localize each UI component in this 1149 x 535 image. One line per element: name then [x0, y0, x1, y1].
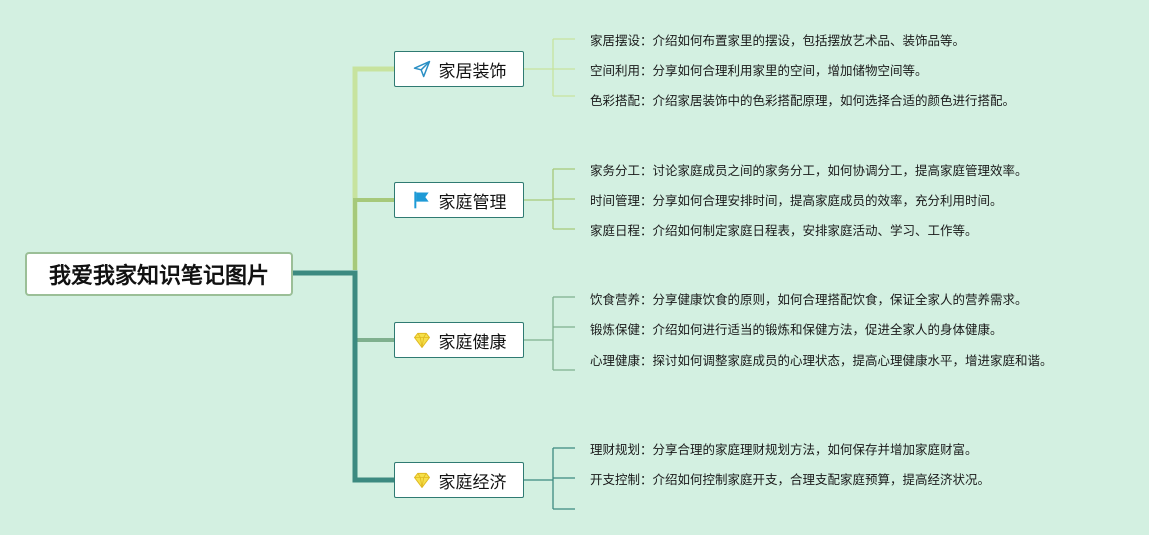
branch-node-home-decor[interactable]: 家居装饰: [394, 51, 524, 87]
connector-branch-4: [293, 270, 394, 483]
leaf-item[interactable]: 心理健康：探讨如何调整家庭成员的心理状态，提高心理健康水平，增进家庭和谐。: [590, 353, 1053, 368]
diamond-icon: [413, 332, 430, 348]
leaf-item[interactable]: 家居摆设：介绍如何布置家里的摆设，包括摆放艺术品、装饰品等。: [590, 33, 966, 48]
leaf-item[interactable]: 理财规划：分享合理的家庭理财规划方法，如何保存并增加家庭财富。: [590, 442, 978, 457]
leaf-item[interactable]: 家庭日程：介绍如何制定家庭日程表，安排家庭活动、学习、工作等。: [590, 223, 978, 238]
root-title: 我爱我家知识笔记图片: [48, 264, 269, 289]
branch-node-home-management[interactable]: 家庭管理: [394, 182, 524, 218]
leaf-item[interactable]: 色彩搭配：介绍家居装饰中的色彩搭配原理，如何选择合适的颜色进行搭配。: [590, 93, 1016, 108]
leaf-item[interactable]: 锻炼保健：介绍如何进行适当的锻炼和保健方法，促进全家人的身体健康。: [590, 322, 1003, 337]
flag-icon: [413, 191, 429, 209]
branch-label: 家庭健康: [438, 332, 507, 353]
connector-branch-3: [353, 274, 394, 342]
branch-label: 家庭管理: [438, 192, 507, 213]
leaf-item[interactable]: 时间管理：分享如何合理安排时间，提高家庭成员的效率，充分利用时间。: [590, 193, 1003, 208]
leaf-item[interactable]: 空间利用：分享如何合理利用家里的空间，增加储物空间等。: [590, 63, 928, 78]
leaf-item[interactable]: 家务分工：讨论家庭成员之间的家务分工，如何协调分工，提高家庭管理效率。: [590, 163, 1028, 178]
connector-branch-1: [352, 66, 394, 270]
branch-node-home-health[interactable]: 家庭健康: [394, 322, 524, 358]
leaf-bracket-4: [524, 447, 575, 510]
branch-node-home-economy[interactable]: 家庭经济: [394, 462, 524, 498]
branch-label: 家居装饰: [438, 61, 507, 82]
leaf-bracket-1: [524, 38, 575, 97]
root-node[interactable]: 我爱我家知识笔记图片: [25, 252, 293, 296]
connector-branch-2: [353, 198, 394, 270]
leaf-item[interactable]: 开支控制：介绍如何控制家庭开支，合理支配家庭预算，提高经济状况。: [590, 472, 991, 487]
paper-plane-icon: [413, 60, 430, 78]
leaf-bracket-2: [524, 168, 575, 230]
branch-label: 家庭经济: [438, 472, 507, 493]
diamond-icon: [413, 472, 430, 488]
leaf-item[interactable]: 饮食营养：分享健康饮食的原则，如何合理搭配饮食，保证全家人的营养需求。: [590, 292, 1028, 307]
leaf-bracket-3: [524, 296, 575, 371]
